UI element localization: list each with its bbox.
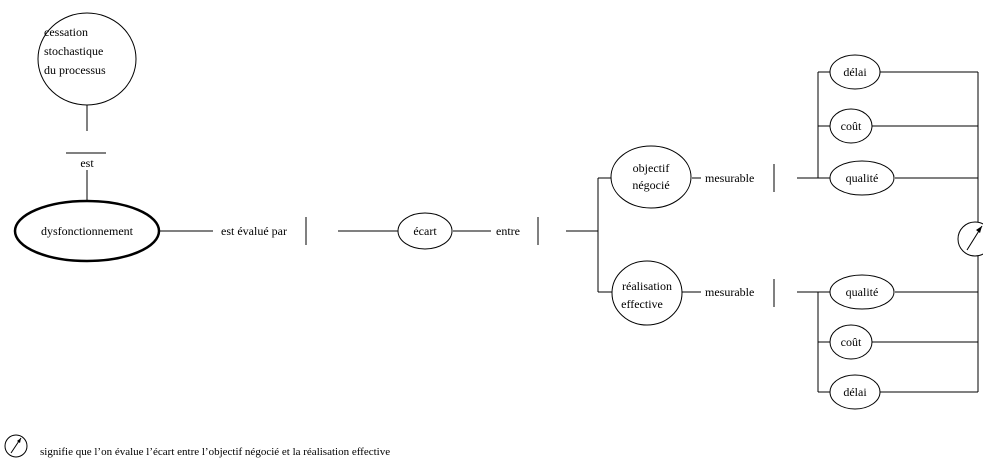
node-dysfonctionnement-label: dysfonctionnement <box>41 224 134 238</box>
node-bottom-cout-label: coût <box>841 335 862 349</box>
relation-mesurable-top-label: mesurable <box>705 171 754 185</box>
relation-evalue-label: est évalué par <box>221 224 287 238</box>
node-realisation-label-1: réalisation <box>622 279 672 293</box>
node-ecart <box>397 212 453 250</box>
relation-est-label: est <box>80 156 94 170</box>
relation-mesurable-bottom-label: mesurable <box>705 285 754 299</box>
node-realisation-label-2: effective <box>621 297 663 311</box>
node-cessation <box>37 12 137 106</box>
node-top-qualite <box>829 160 895 196</box>
node-top-delai-label: délai <box>843 65 867 79</box>
node-bottom-qualite-label: qualité <box>846 285 879 299</box>
node-bottom-cout <box>829 324 873 360</box>
legend-text: signifie que l’on évalue l’écart entre l… <box>40 446 390 458</box>
node-top-qualite-label: qualité <box>846 171 879 185</box>
node-top-delai <box>829 54 881 90</box>
gauge-icon <box>957 221 983 257</box>
node-top-cout-label: coût <box>841 119 862 133</box>
legend-gauge-icon <box>4 434 28 458</box>
node-objectif-label-1: objectif <box>633 161 670 175</box>
relation-entre-label: entre <box>496 224 520 238</box>
node-ecart-label: écart <box>413 224 437 238</box>
node-realisation <box>611 260 683 326</box>
node-objectif <box>610 145 692 209</box>
node-cessation-label-3: du processus <box>44 63 106 77</box>
node-cessation-label-1: cessation <box>44 25 88 39</box>
node-bottom-delai-label: délai <box>843 385 867 399</box>
node-dysfonctionnement <box>13 199 161 263</box>
node-objectif-label-2: négocié <box>632 178 669 192</box>
node-bottom-delai <box>829 374 881 410</box>
node-cessation-label-2: stochastique <box>44 44 103 58</box>
node-bottom-qualite <box>829 274 895 310</box>
node-top-cout <box>829 108 873 144</box>
